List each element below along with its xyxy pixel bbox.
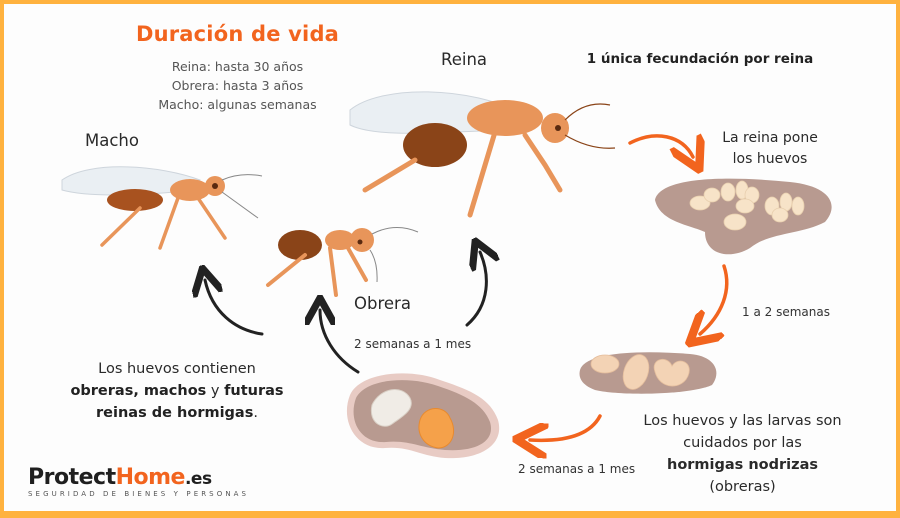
nurse-text-line1: Los huevos y las larvas son — [643, 413, 842, 429]
male-label: Macho — [85, 131, 139, 150]
worker-ant-icon — [266, 227, 419, 297]
brand-name-part2: Home — [115, 465, 186, 490]
brand-tagline: SEGURIDAD DE BIENES Y PERSONAS — [28, 490, 250, 498]
eggs-contain-bold2: futuras — [224, 383, 284, 399]
nurse-text-line4: (obreras) — [709, 479, 776, 495]
eggs-label: La reina pone los huevos — [700, 128, 840, 170]
nurse-text-line2: cuidados por las — [683, 435, 802, 451]
eggs-contain-line1: Los huevos contienen — [98, 361, 256, 377]
nurse-text-bold: hormigas nodrizas — [667, 457, 818, 473]
eggs-label-line2: los huevos — [732, 151, 808, 167]
eggs-contain-text: Los huevos contienen obreras, machos y f… — [62, 358, 292, 424]
lifespan-list: Reina: hasta 30 años Obrera: hasta 3 año… — [120, 57, 355, 114]
worker-label: Obrera — [354, 294, 411, 313]
duration-eggs-to-larvae: 1 a 2 semanas — [742, 305, 830, 319]
queen-ant-icon — [349, 91, 616, 218]
lifespan-male: Macho: algunas semanas — [158, 97, 317, 112]
lifespan-worker: Obrera: hasta 3 años — [171, 78, 304, 93]
brand-tld: .es — [184, 469, 212, 489]
brand-logo: ProtectHome.es SEGURIDAD DE BIENES Y PER… — [28, 465, 249, 498]
arrow-to-male — [205, 280, 264, 336]
male-ant-icon — [61, 166, 263, 250]
brand-name-part1: Protect — [28, 465, 116, 490]
duration-pupae-to-adults: 2 semanas a 1 mes — [354, 337, 472, 351]
nurse-text: Los huevos y las larvas son cuidados por… — [635, 410, 850, 498]
eggs-icon — [655, 178, 832, 255]
lifespan-title: Duración de vida — [135, 22, 340, 46]
eggs-contain-end: . — [253, 405, 258, 421]
lifespan-queen: Reina: hasta 30 años — [171, 59, 304, 74]
eggs-contain-bold1: obreras, machos — [70, 383, 207, 399]
arrow-larvae-to-pupae — [530, 414, 602, 440]
brand-name: ProtectHome.es — [28, 465, 249, 490]
eggs-contain-bold3: reinas de hormigas — [96, 405, 254, 421]
larvae-icon — [579, 352, 717, 394]
fecundation-note: 1 única fecundación por reina — [586, 51, 814, 67]
duration-larvae-to-pupae: 2 semanas a 1 mes — [518, 462, 636, 476]
eggs-contain-mid: y — [206, 383, 225, 399]
arrow-to-worker — [320, 310, 360, 374]
pupae-icon — [346, 373, 500, 459]
arrow-queen-to-eggs — [628, 136, 693, 157]
arrow-to-queen — [465, 252, 486, 327]
arrow-eggs-to-larvae — [700, 264, 729, 334]
eggs-label-line1: La reina pone — [722, 130, 818, 146]
queen-label: Reina — [441, 50, 488, 69]
